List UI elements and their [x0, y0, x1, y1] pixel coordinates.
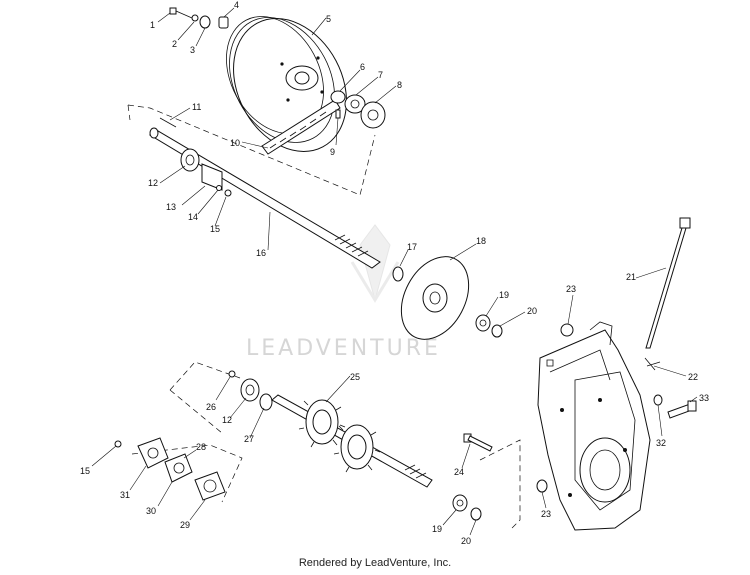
- callout-14: 14: [188, 212, 198, 222]
- ring-part-20-lower: [470, 507, 482, 521]
- key-part-11: [159, 117, 177, 128]
- washer-part-2: [191, 14, 199, 22]
- watermark-text: LEADVENTURE: [246, 336, 441, 361]
- nut-part-23-lower: [536, 479, 548, 493]
- callout-9: 9: [330, 147, 335, 157]
- seal-part-27: [259, 393, 273, 411]
- bearing-plate-part-30: [164, 453, 193, 483]
- housing-part-13: [201, 163, 223, 191]
- leader-lines: [91, 7, 698, 536]
- callout-13: 13: [166, 202, 176, 212]
- callout-4: 4: [234, 0, 239, 10]
- bearing-part-12-lower: [240, 378, 260, 402]
- callout-22: 22: [688, 372, 698, 382]
- ring-part-17: [392, 266, 404, 282]
- callout-20-upper: 20: [527, 306, 537, 316]
- callout-19-lower: 19: [432, 524, 442, 534]
- callout-33: 33: [699, 393, 709, 403]
- callout-20-lower: 20: [461, 536, 471, 546]
- callout-21: 21: [626, 272, 636, 282]
- driveshaft-part-25: [271, 394, 433, 488]
- bolt-part-14: [216, 185, 222, 191]
- callout-30: 30: [146, 506, 156, 516]
- chain-part-10: [261, 99, 341, 155]
- callout-3: 3: [190, 45, 195, 55]
- bolt-part-1: [169, 7, 193, 19]
- bearing-part-12-upper: [180, 148, 200, 172]
- callout-6: 6: [360, 62, 365, 72]
- washer-part-3: [199, 15, 211, 29]
- bolt-part-33: [667, 400, 697, 419]
- bearing-part-19-lower: [452, 494, 468, 512]
- washer-part-6: [330, 90, 346, 104]
- callout-11: 11: [192, 102, 201, 112]
- callout-12-upper: 12: [148, 178, 158, 188]
- callout-28: 28: [196, 442, 206, 452]
- callout-25: 25: [350, 372, 360, 382]
- bearing-part-19-upper: [475, 314, 491, 332]
- callout-23-upper: 23: [566, 284, 576, 294]
- callout-32: 32: [656, 438, 666, 448]
- bolt-part-24: [463, 433, 493, 452]
- pulley-group: [169, 7, 386, 155]
- callout-16: 16: [256, 248, 266, 258]
- ring-part-20-upper: [491, 324, 503, 338]
- callout-15-lower: 15: [80, 466, 90, 476]
- washer-part-32: [653, 394, 663, 406]
- callout-1: 1: [150, 20, 155, 30]
- callout-12-lower: 12: [222, 415, 232, 425]
- callout-17: 17: [407, 242, 417, 252]
- callout-24: 24: [454, 467, 464, 477]
- nut-part-23-upper: [560, 323, 574, 337]
- callout-7: 7: [378, 70, 383, 80]
- chaincase-housing: [537, 321, 651, 531]
- shaft-part-16: [148, 127, 381, 269]
- disc-part-18: [400, 256, 470, 340]
- callout-31: 31: [120, 490, 130, 500]
- nut-part-15-lower: [114, 440, 122, 448]
- callout-2: 2: [172, 39, 177, 49]
- callout-29: 29: [180, 520, 190, 530]
- callout-18: 18: [476, 236, 486, 246]
- callout-labels: 1 2 3 4 5 6 7 8 9 10 11 12 13 14 15 16 1…: [80, 0, 709, 546]
- bearing-part-7: [344, 94, 366, 114]
- callout-10: 10: [230, 138, 240, 148]
- dipstick-part-21: [645, 217, 691, 349]
- callout-5: 5: [326, 14, 331, 24]
- callout-23-lower: 23: [541, 509, 551, 519]
- callout-26: 26: [206, 402, 216, 412]
- callout-15-upper: 15: [210, 224, 220, 234]
- bearing-plate-part-29: [194, 471, 226, 501]
- spacer-part-4: [218, 16, 229, 29]
- bolt-part-26: [228, 370, 236, 378]
- bolt-part-9: [335, 109, 341, 119]
- cotter-part-22: [644, 357, 661, 371]
- footer-credit: Rendered by LeadVenture, Inc.: [298, 557, 452, 569]
- flange-part-8: [360, 101, 386, 129]
- callout-19-upper: 19: [499, 290, 509, 300]
- nut-part-15-upper: [224, 189, 232, 197]
- bearing-plate-part-31: [137, 437, 169, 469]
- callout-8: 8: [397, 80, 402, 90]
- callout-27: 27: [244, 434, 254, 444]
